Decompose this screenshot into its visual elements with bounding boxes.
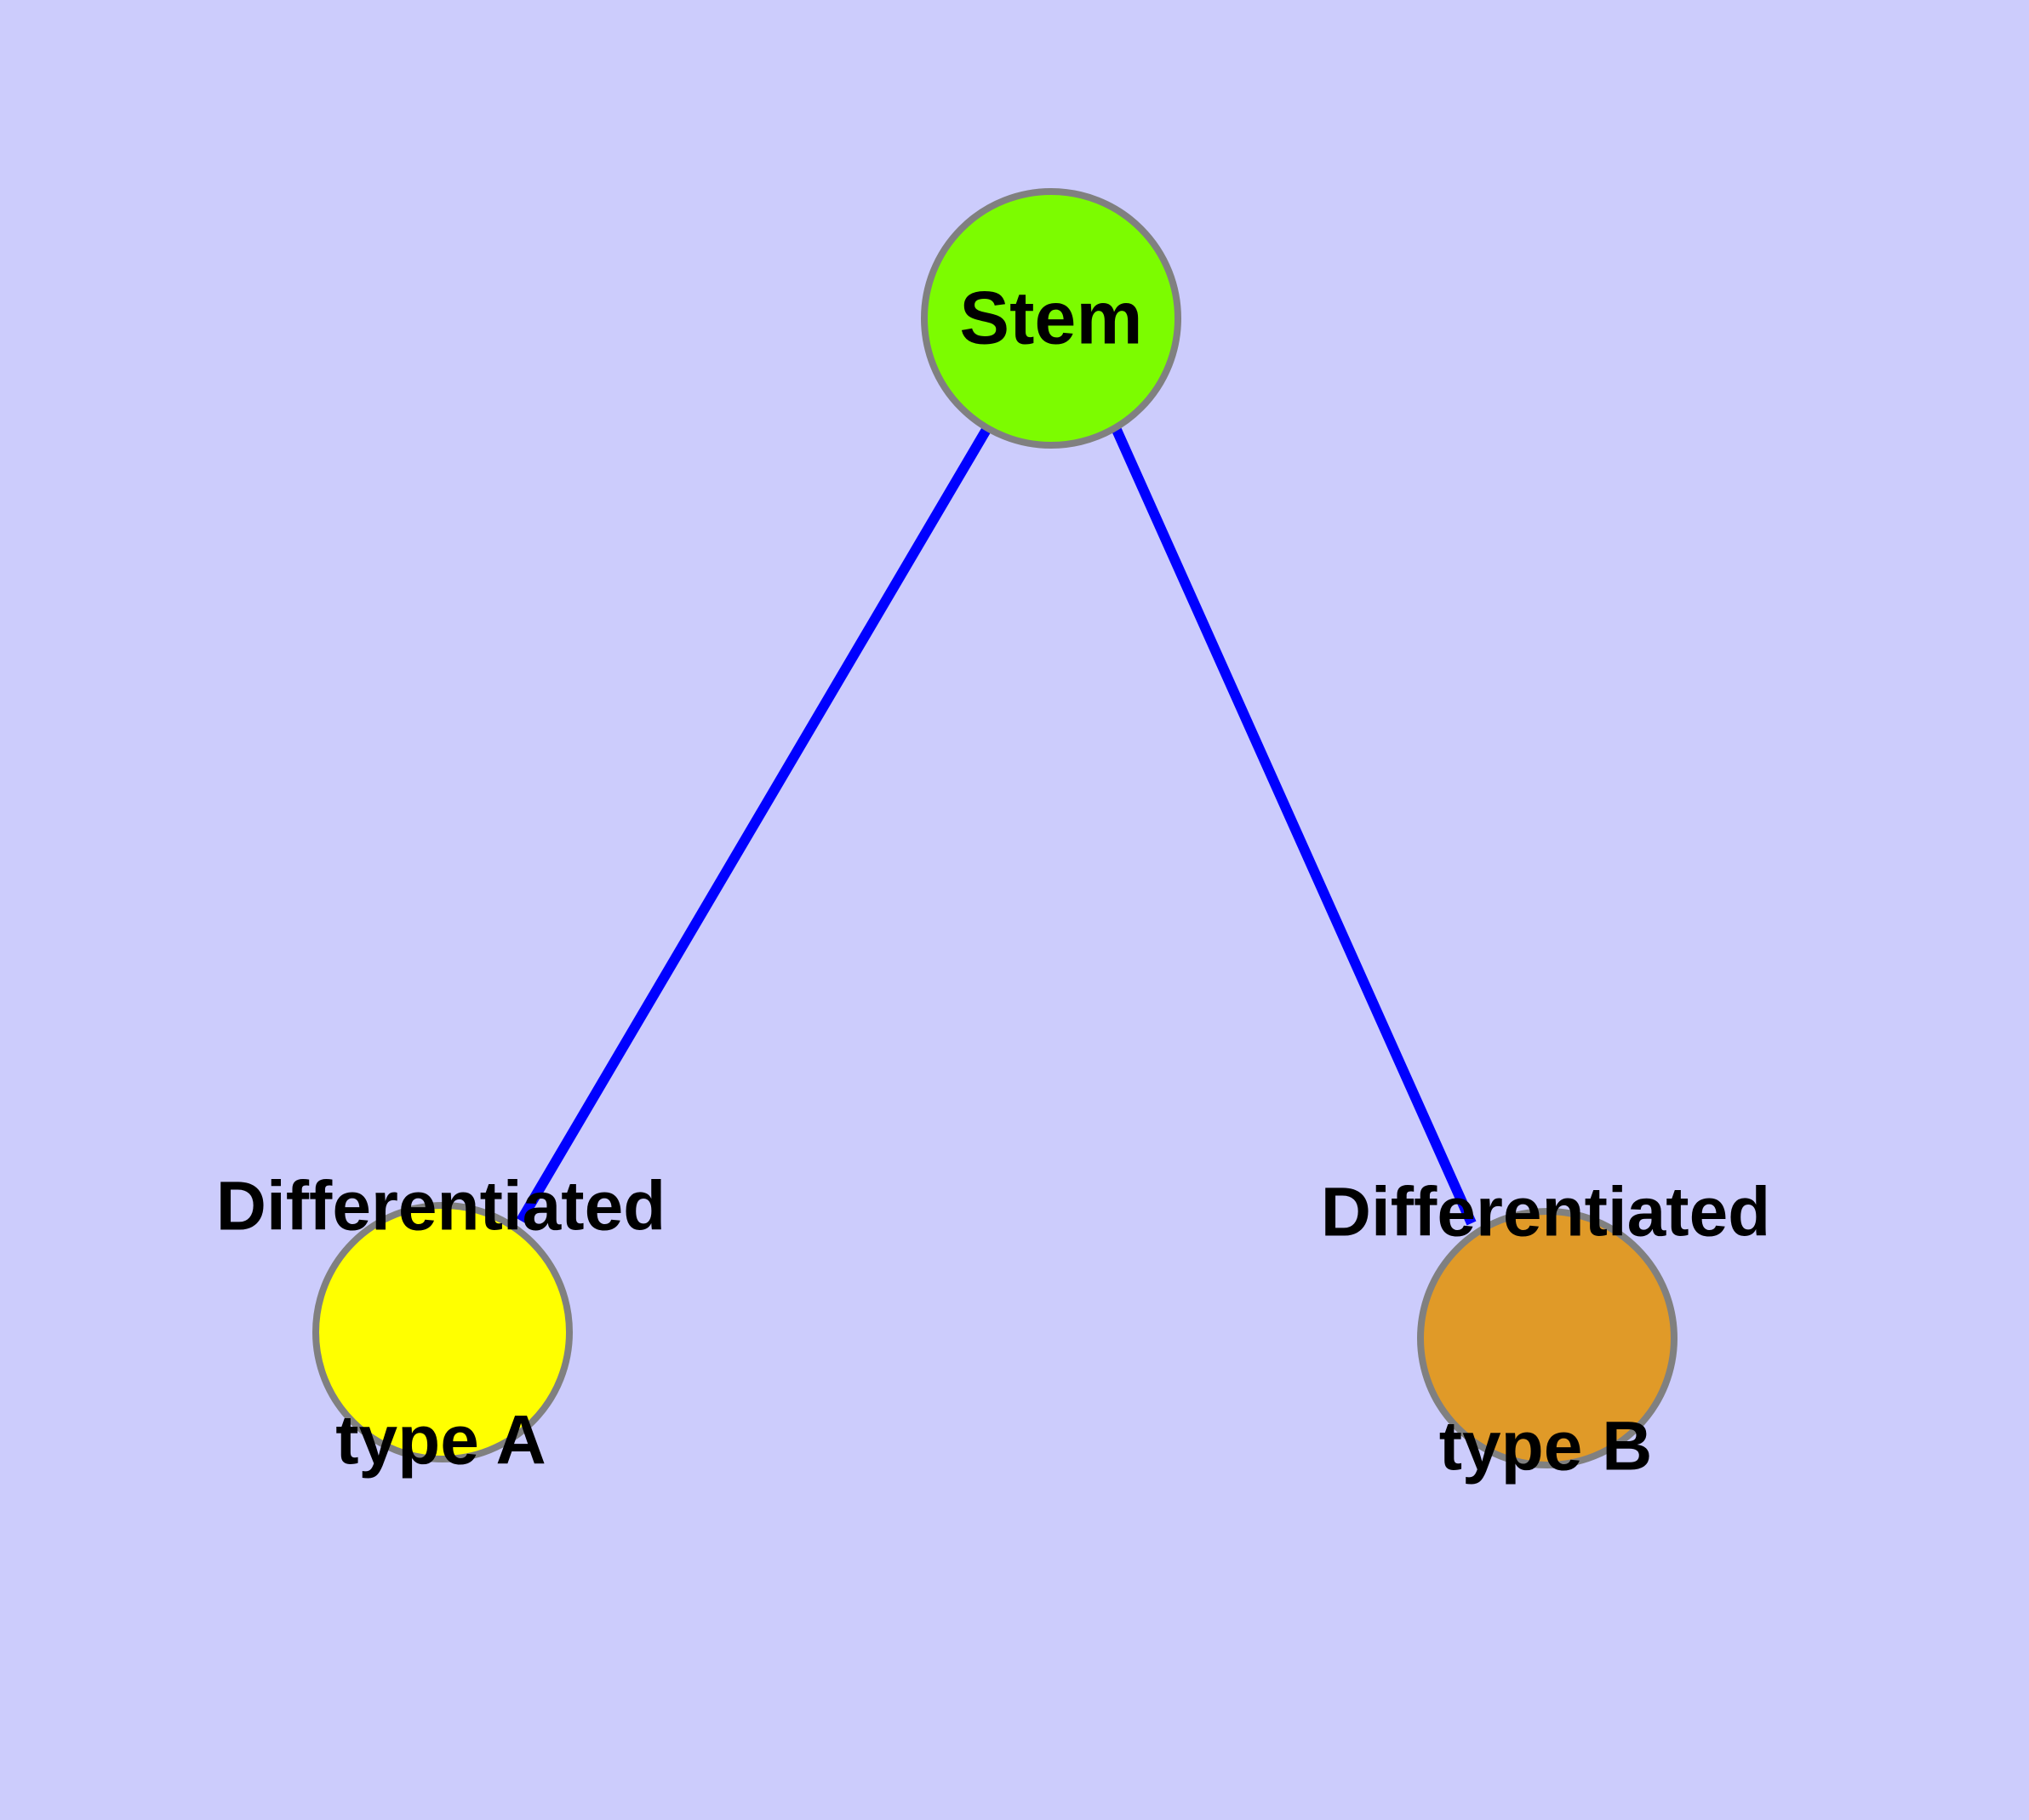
node-layer [312, 188, 1677, 1468]
edge-layer [516, 425, 1477, 1226]
node-circle-diff-a[interactable] [312, 1202, 573, 1462]
edge-stem-to-diff-b[interactable] [1112, 427, 1477, 1226]
node-circle-stem[interactable] [921, 188, 1181, 449]
edge-stem-to-diff-a[interactable] [516, 425, 992, 1224]
node-circle-diff-b[interactable] [1417, 1208, 1677, 1468]
